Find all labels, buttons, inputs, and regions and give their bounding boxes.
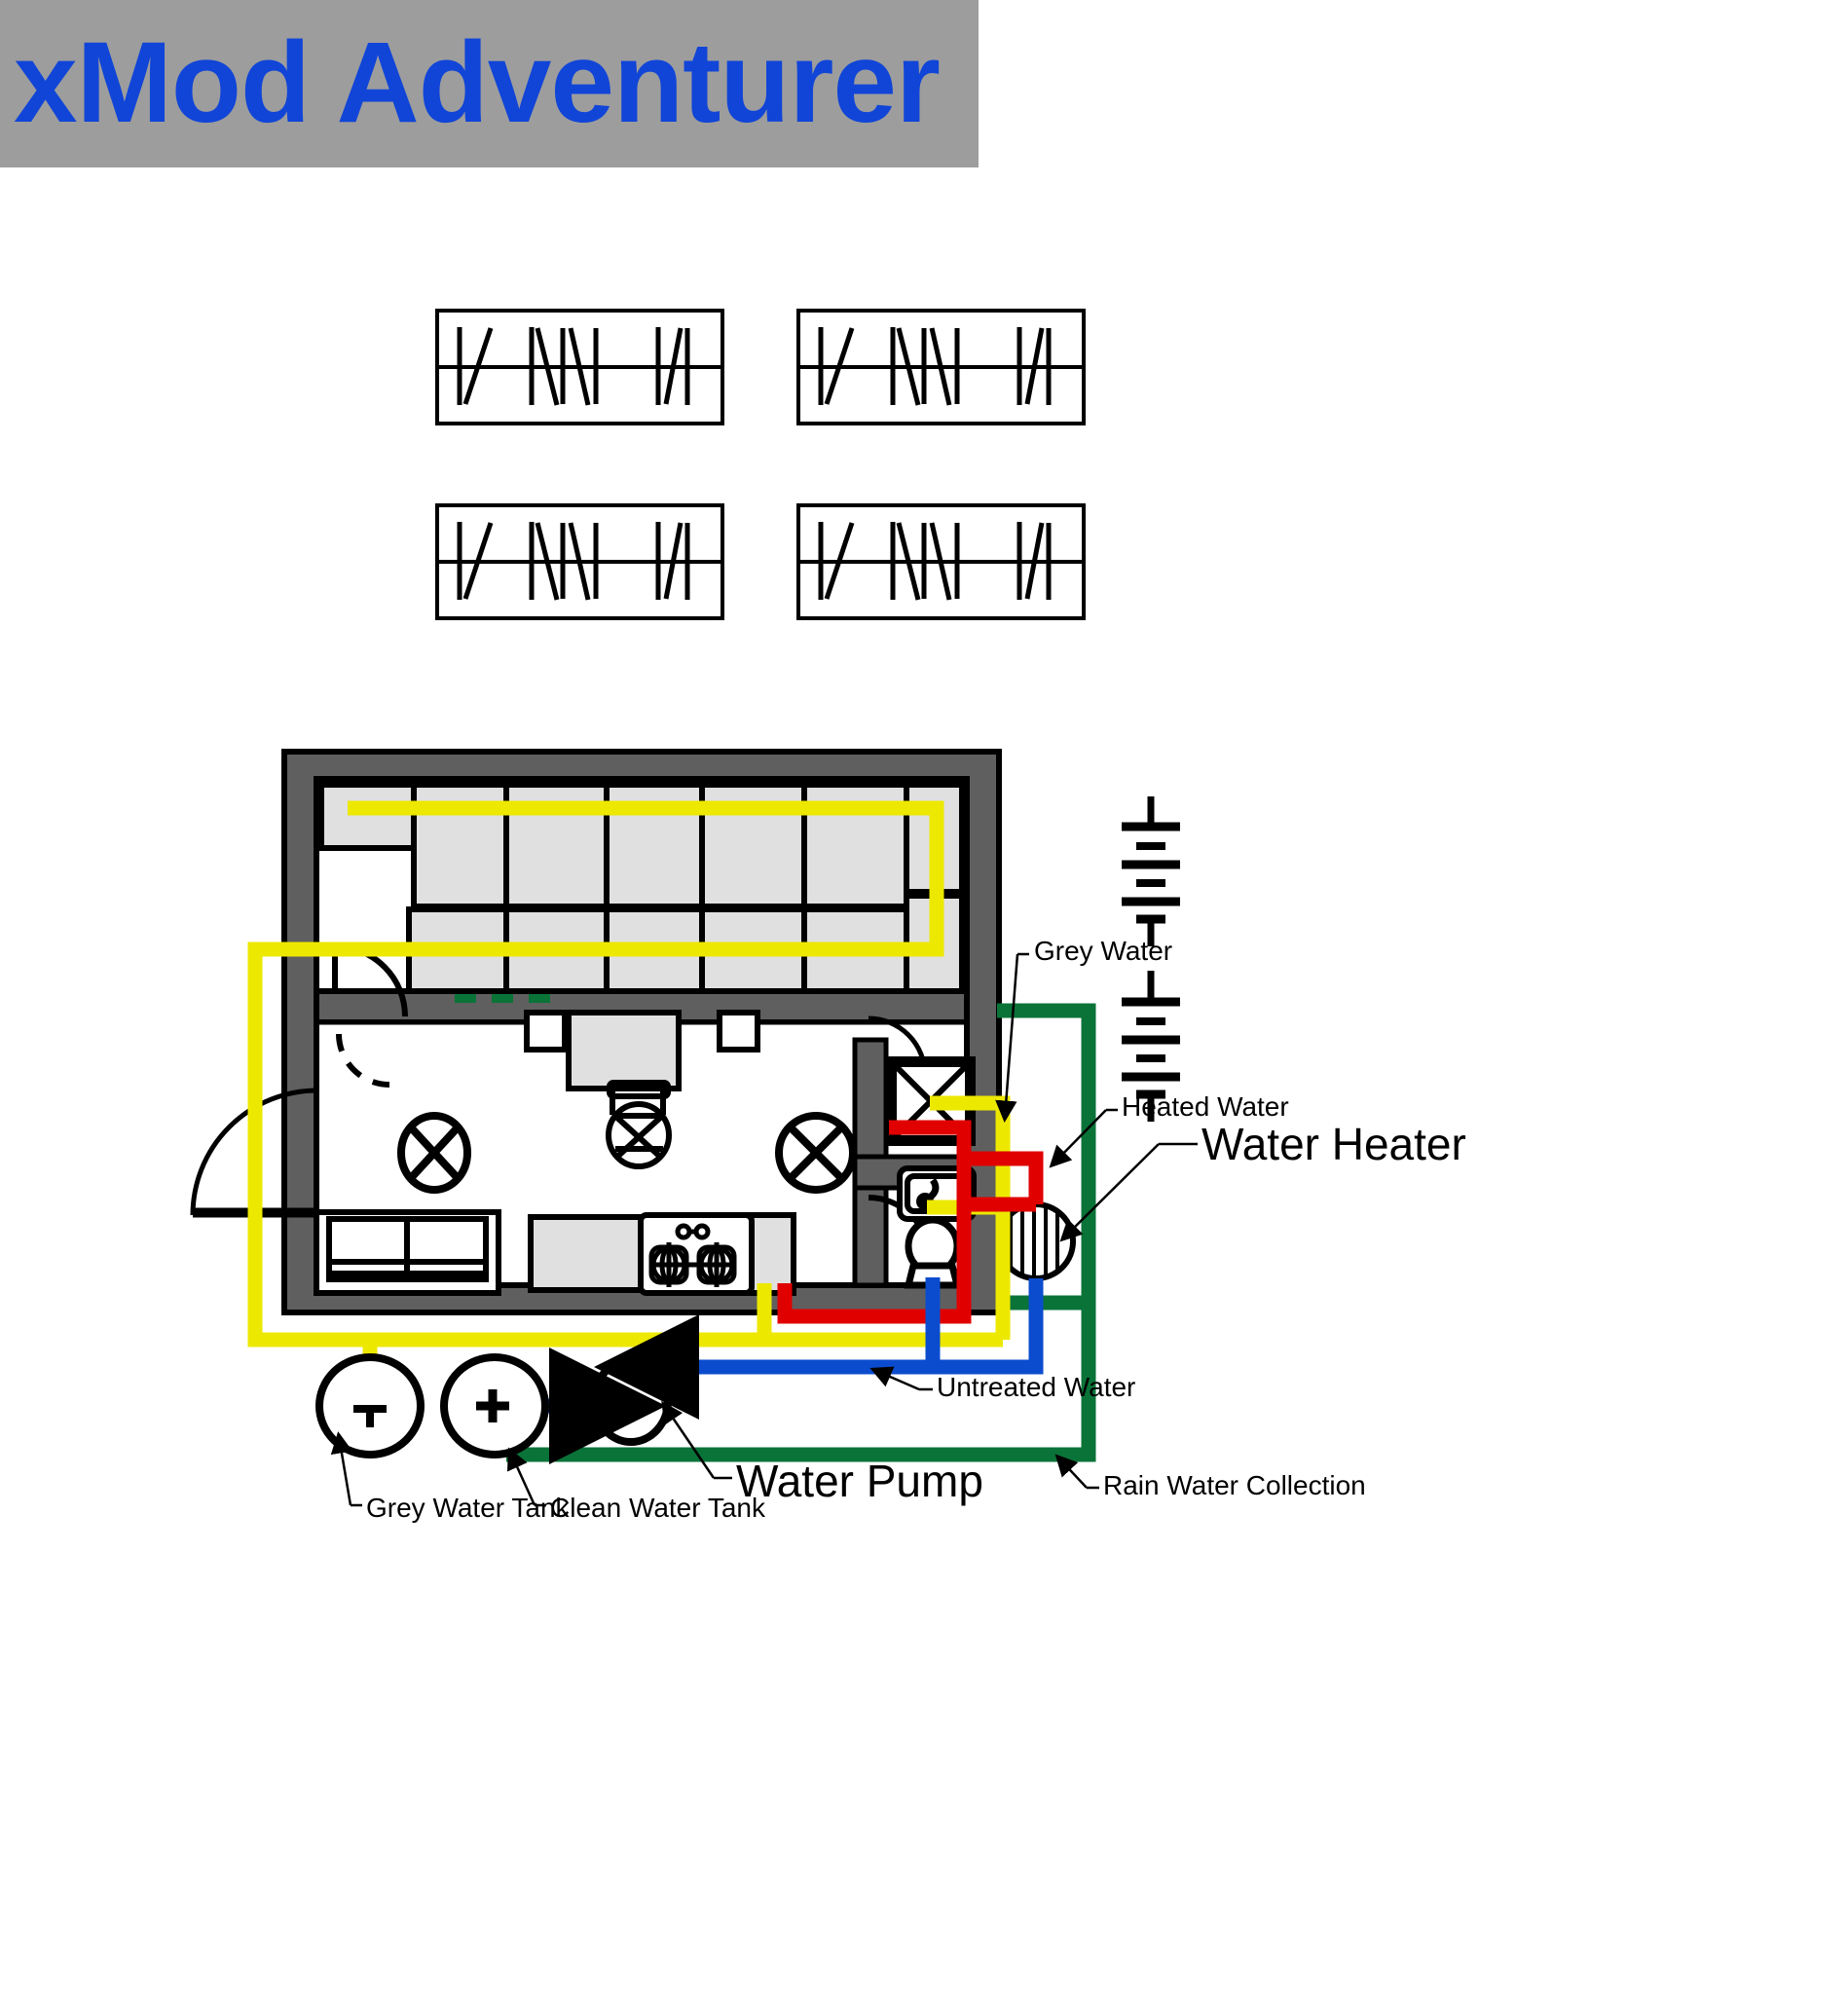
counter-right (747, 1212, 796, 1296)
solar-panel-4 (796, 503, 1086, 620)
grey-water-tank (315, 1353, 425, 1459)
bathroom-wall-3 (852, 1185, 889, 1288)
water-pump (549, 1314, 699, 1464)
counter (528, 1214, 646, 1293)
clean-water-tank (440, 1353, 549, 1459)
solar-panel-array (435, 309, 1086, 620)
bathroom-wall (852, 1037, 889, 1160)
solar-panel-1 (435, 309, 724, 425)
battery-1 (1122, 796, 1180, 946)
leader-water-pump (664, 1405, 732, 1480)
callout-grey-water: Grey Water (1034, 936, 1173, 966)
leader-grey-water-tank (339, 1436, 362, 1507)
solar-panel-3 (435, 503, 724, 620)
leader-clean-water-tank (510, 1452, 546, 1507)
sofa (314, 1209, 501, 1296)
callout-water-pump: Water Pump (736, 1456, 983, 1506)
table-side-box-right (717, 1010, 760, 1052)
callout-rain-water-collection: Rain Water Collection (1103, 1470, 1366, 1500)
title-banner (0, 0, 979, 167)
callout-heated-water: Heated Water (1122, 1091, 1289, 1122)
leader-grey-water (1005, 952, 1029, 1118)
callout-untreated-water: Untreated Water (937, 1372, 1136, 1402)
callout-clean-water-tank: Clean Water Tank (550, 1493, 765, 1523)
callout-water-heater: Water Heater (1201, 1119, 1466, 1169)
ceiling-fan-right (775, 1112, 857, 1194)
green-marker-dashes (455, 994, 550, 1003)
ceiling-fan-left (397, 1112, 471, 1194)
dining-table (566, 1010, 682, 1091)
leader-untreated-water (874, 1370, 933, 1391)
stove-knobs (675, 1223, 711, 1240)
door-swing-dashed (336, 1033, 390, 1088)
solar-panel-2 (796, 309, 1086, 425)
chair (606, 1080, 672, 1169)
toilet (904, 1216, 962, 1289)
callout-leaders (339, 952, 1198, 1507)
callout-grey-water-tank: Grey Water Tank (366, 1493, 570, 1523)
table-side-box-left (524, 1010, 568, 1052)
stove (638, 1212, 755, 1296)
battery-bank (1122, 796, 1180, 1122)
page-title: xMod Adventurer (14, 18, 941, 147)
leader-rain-water (1058, 1458, 1099, 1490)
leader-water-heater (1063, 1142, 1198, 1238)
leader-heated-water (1053, 1108, 1118, 1164)
battery-2 (1122, 971, 1180, 1122)
